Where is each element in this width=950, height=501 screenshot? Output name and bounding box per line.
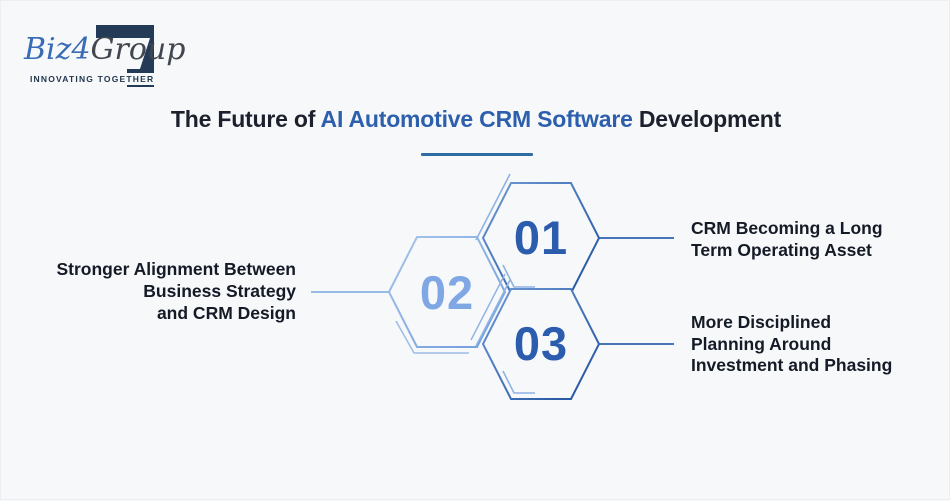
hexagon-03-echo-bottom-left [502, 370, 535, 394]
node-label-01-line-2: Term Operating Asset [691, 239, 872, 260]
hexagon-03-number: 03 [514, 317, 568, 370]
logo-word-biz: Biz [24, 32, 72, 67]
hexagon-01-echo-bottom-left [502, 264, 535, 288]
logo-tagline: INNOVATING TOGETHER [27, 73, 158, 85]
hexagon-02 [387, 236, 507, 348]
hexagon-01-group: 01 [475, 173, 601, 294]
node-label-03-line-2: Planning Around [691, 333, 832, 354]
title-prefix: The Future of [170, 106, 321, 132]
title-underline [421, 153, 533, 156]
node-label-02: Stronger Alignment Between Business Stra… [56, 258, 296, 324]
title-suffix: Development [632, 106, 782, 132]
node-label-03-line-3: Investment and Phasing [691, 355, 893, 375]
hexagon-03-echo-top-left-2 [470, 273, 506, 341]
hexagon-02-group: 02 [387, 236, 514, 354]
hexagon-02-echo-bottom-left [395, 320, 469, 354]
hexagon-01-echo-top-left [475, 173, 511, 241]
logo-wordmark: Biz4Group [24, 33, 185, 67]
logo-word-group: Group [90, 32, 186, 67]
node-label-02-line-1: Stronger Alignment Between [56, 259, 296, 279]
node-label-02-line-3: and CRM Design [156, 303, 296, 323]
hexagon-01-number: 01 [514, 211, 568, 264]
page-title: The Future of AI Automotive CRM Software… [1, 106, 950, 133]
hexagon-03-group: 03 [470, 273, 601, 400]
biz4group-logo: Biz4Group INNOVATING TOGETHER [13, 16, 185, 94]
logo-word-4: 4 [71, 32, 91, 67]
node-label-03: More Disciplined Planning Around Investm… [691, 312, 892, 377]
node-label-03-line-1: More Disciplined [691, 312, 832, 332]
hexagon-02-number: 02 [420, 266, 474, 319]
node-label-02-line-2: Business Strategy [143, 281, 296, 301]
node-label-01: CRM Becoming a Long Term Operating Asset [691, 218, 883, 261]
title-highlight: AI Automotive CRM Software [320, 106, 633, 132]
hexagon-03-echo-top-left-1 [475, 279, 511, 347]
node-label-01-line-1: CRM Becoming a Long [691, 218, 883, 238]
